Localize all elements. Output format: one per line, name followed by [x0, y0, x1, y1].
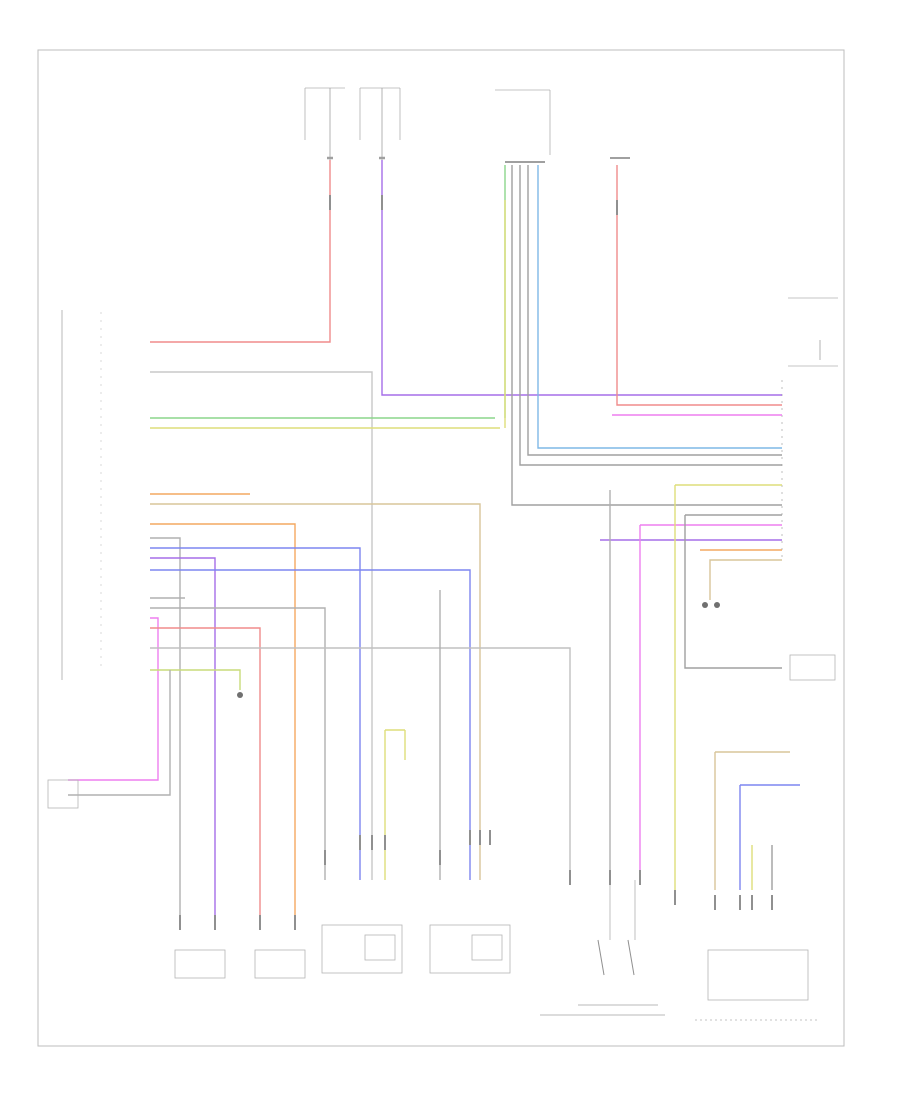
right-front-door-switch: [254, 949, 306, 979]
wire-ecm-blue: [537, 165, 782, 449]
wire-gray-5: [150, 647, 571, 880]
front-passenger-door-lock: [321, 924, 403, 974]
electronic-steering-column-lock-control-module: [781, 297, 838, 560]
wire-yellow-4: [384, 729, 406, 880]
wire-gray-6: [68, 670, 171, 796]
wire-abs-red: [616, 165, 782, 406]
wire-ecm-gray2: [519, 165, 782, 466]
wire-red-1: [150, 160, 331, 343]
rear-passenger-door-lock: [429, 924, 511, 974]
wire-gray-7: [684, 514, 782, 669]
wire-blue-3: [739, 784, 800, 890]
brake-light-switch: [789, 654, 836, 681]
wire-orange-2: [150, 523, 296, 920]
wire-gray-4: [150, 607, 326, 880]
clutch-switch: [47, 779, 79, 809]
fuse-box-2: [359, 87, 401, 160]
wire-yellow-2: [674, 484, 782, 905]
wire-tan-3: [714, 751, 790, 890]
connector-pins: [179, 195, 773, 930]
key-reader-coil: [237, 602, 720, 698]
wire-ecm-gray: [511, 165, 782, 506]
left-front-door-switch: [174, 949, 226, 979]
fuse-box-1: [304, 87, 345, 160]
comfort-system-control-module: [61, 310, 102, 680]
wire-blue-1: [150, 547, 361, 880]
wire-blue-2: [150, 569, 471, 880]
wire-ecm-gray3: [527, 165, 782, 456]
wire-pink-2: [68, 617, 159, 781]
wire-purple-1: [381, 160, 782, 396]
start-engine-button: [540, 880, 665, 1016]
wire-gray-1: [150, 371, 373, 880]
wire-pink-3: [639, 524, 782, 880]
engine-control-module: [495, 89, 551, 163]
wire-purple-2: [150, 557, 216, 920]
wire-yellowgreen: [150, 669, 241, 690]
wire-red-2: [150, 627, 261, 920]
diagram-frame: [37, 49, 845, 1047]
wire-tan-2: [709, 559, 782, 600]
wire-gray-2: [150, 537, 181, 920]
wire-tan-1: [150, 503, 481, 880]
instrument-cluster: [695, 949, 820, 1021]
